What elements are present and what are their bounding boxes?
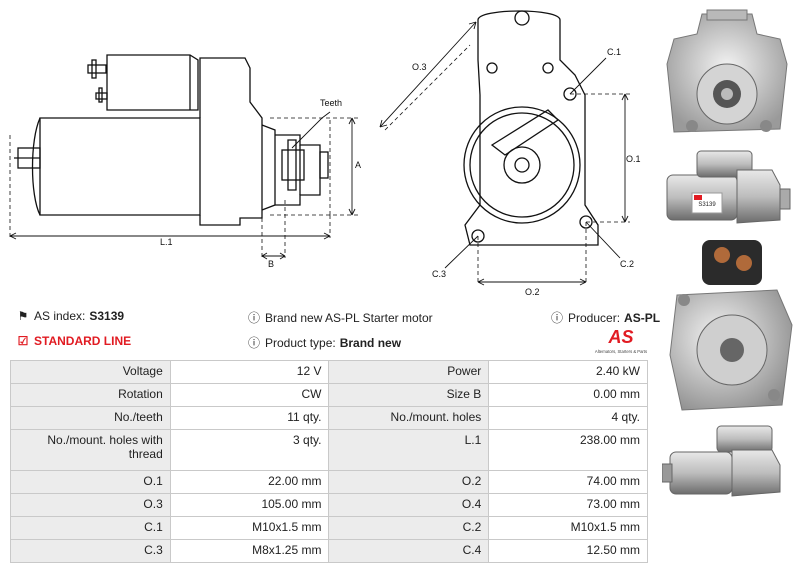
spec-value: 0.00 mm xyxy=(488,383,648,407)
spec-value: 2.40 kW xyxy=(488,360,648,384)
info-icon: ⓘ xyxy=(247,311,260,325)
front-flange-outline xyxy=(464,10,599,246)
label-o3: O.3 xyxy=(412,62,427,72)
spec-label: L.1 xyxy=(328,429,490,471)
photo-side-view[interactable]: S3139 xyxy=(662,145,792,230)
info-icon: ⓘ xyxy=(550,311,563,325)
spec-value: 238.00 mm xyxy=(488,429,648,471)
producer-row: ⓘ Producer: AS-PL xyxy=(550,309,660,326)
product-type-row: ⓘ Product type: Brand new xyxy=(247,334,401,351)
label-o1: O.1 xyxy=(626,154,641,164)
spec-label: Rotation xyxy=(10,383,171,407)
spec-label: O.2 xyxy=(328,470,490,494)
as-index-row: ⚑ AS index: S3139 xyxy=(16,309,124,323)
label-c1: C.1 xyxy=(607,47,621,57)
label-o2: O.2 xyxy=(525,287,540,297)
solenoid-outline xyxy=(106,54,199,111)
label-l1: L.1 xyxy=(160,237,173,247)
spec-value: 4 qty. xyxy=(488,406,648,430)
product-info: ⚑ AS index: S3139 ☑ STANDARD LINE ⓘ Bran… xyxy=(0,306,660,356)
product-type-label: Product type: xyxy=(265,335,336,350)
spec-value: M10x1.5 mm xyxy=(169,516,330,540)
tag-icon: ⚑ xyxy=(17,309,29,323)
description-row: ⓘ Brand new AS-PL Starter motor xyxy=(247,309,433,326)
spec-value: 12.50 mm xyxy=(488,539,648,563)
standard-line-row: ☑ STANDARD LINE xyxy=(16,334,132,348)
spec-label: Power xyxy=(328,360,490,384)
product-type-value: Brand new xyxy=(339,335,402,350)
producer-label: Producer: xyxy=(568,310,621,325)
spec-value: 22.00 mm xyxy=(169,470,330,494)
label-c3: C.3 xyxy=(432,269,446,279)
checkbox-checked-icon: ☑ xyxy=(17,334,29,348)
spec-label: C.1 xyxy=(10,516,171,540)
spec-label: No./mount. holes xyxy=(328,406,490,430)
product-photos: S3139 xyxy=(658,0,800,569)
spec-value: M10x1.5 mm xyxy=(488,516,648,540)
spec-label: C.3 xyxy=(10,539,171,563)
motor-body-outline xyxy=(39,117,201,216)
logo-mark: AS xyxy=(607,327,633,347)
photo-angle-view[interactable] xyxy=(662,235,797,415)
logo-tagline: Alternators, Starters & Parts xyxy=(595,349,647,354)
spec-value: M8x1.25 mm xyxy=(169,539,330,563)
spec-value: 73.00 mm xyxy=(488,493,648,517)
standard-line-label: STANDARD LINE xyxy=(34,334,132,348)
label-a: A xyxy=(355,160,361,170)
housing-outline xyxy=(199,57,263,226)
label-b: B xyxy=(268,259,274,269)
label-c2: C.2 xyxy=(620,259,634,269)
photo-front-view[interactable] xyxy=(662,4,792,139)
spec-label: C.4 xyxy=(328,539,490,563)
spec-value: 11 qty. xyxy=(169,406,330,430)
spec-value: 74.00 mm xyxy=(488,470,648,494)
label-teeth: Teeth xyxy=(320,98,342,108)
spec-label: No./teeth xyxy=(10,406,171,430)
spec-label: O.4 xyxy=(328,493,490,517)
as-index-value: S3139 xyxy=(89,309,125,323)
spec-label: Voltage xyxy=(10,360,171,384)
spec-value: 105.00 mm xyxy=(169,493,330,517)
spec-value: 12 V xyxy=(169,360,330,384)
spec-label: Size B xyxy=(328,383,490,407)
spec-label: No./mount. holes with thread xyxy=(10,429,171,471)
spec-label: C.2 xyxy=(328,516,490,540)
as-index-label: AS index: xyxy=(34,309,86,323)
info-icon: ⓘ xyxy=(247,336,260,350)
photo-label-text: S3139 xyxy=(698,202,716,208)
spec-value: CW xyxy=(169,383,330,407)
spec-label: O.1 xyxy=(10,470,171,494)
description-text: Brand new AS-PL Starter motor xyxy=(265,310,433,325)
photo-rear-side-view[interactable] xyxy=(662,420,792,505)
spec-label: O.3 xyxy=(10,493,171,517)
spec-value: 3 qty. xyxy=(169,429,330,471)
technical-drawing: L.1 B A Teeth O.1 O.2 O.3 C.1 C.2 C.3 xyxy=(9,10,641,297)
as-pl-logo: AS Alternators, Starters & Parts xyxy=(595,327,647,354)
producer-value: AS-PL xyxy=(624,310,661,325)
